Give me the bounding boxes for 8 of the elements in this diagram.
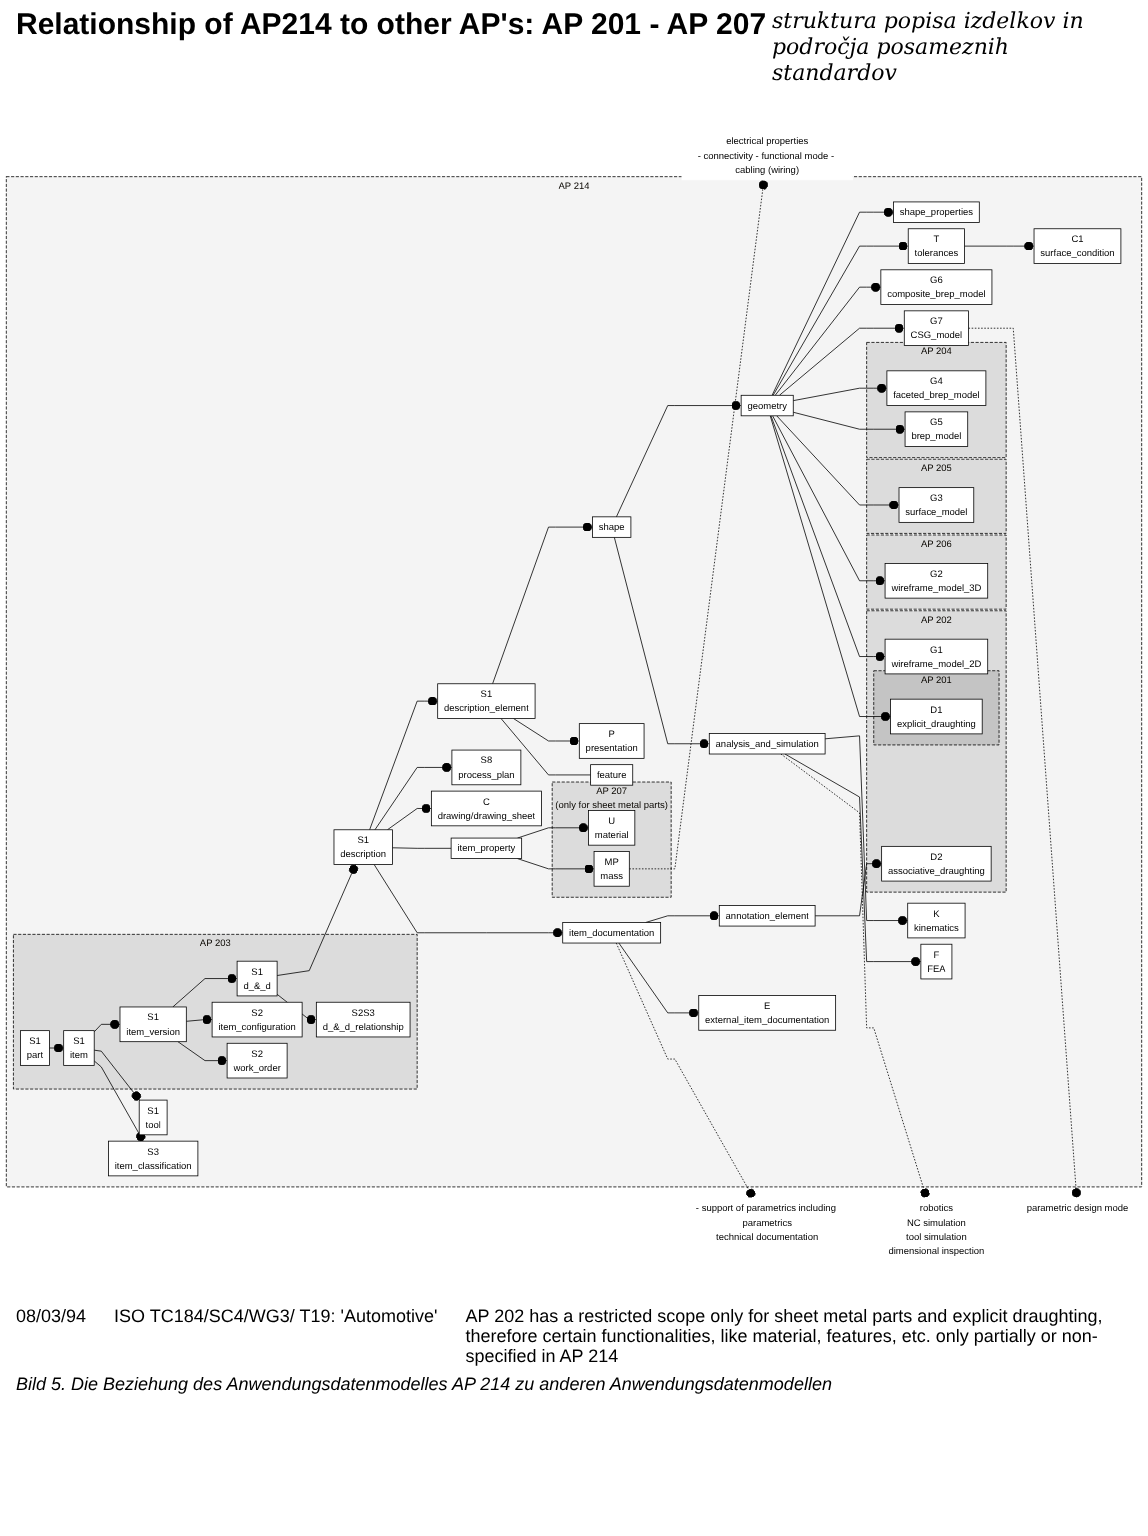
note-text: ISO TC184/SC4/WG3/ T19: 'Automotive' (114, 1306, 438, 1330)
date-label: 08/03/94 (16, 1306, 87, 1330)
connector (392, 847, 452, 849)
note-text: AP 202 has a restricted scope only for sheet metal parts and explicit draughting, therefore certain functionalities, like material, features, etc. only partially or non-specified in AP 214 (465, 1306, 1105, 1366)
connector (49, 1043, 65, 1053)
handwritten-note: struktura popisa izdelkov in področja posameznih standardov (772, 8, 1086, 86)
diagram-title: Relationship of AP214 to other AP's: AP 201 - AP 207 (16, 8, 767, 42)
caption: Bild 5. Die Beziehung des Anwendungsdatenmodelles AP 214 zu anderen Anwendungsdatenmodellen (16, 1374, 834, 1394)
